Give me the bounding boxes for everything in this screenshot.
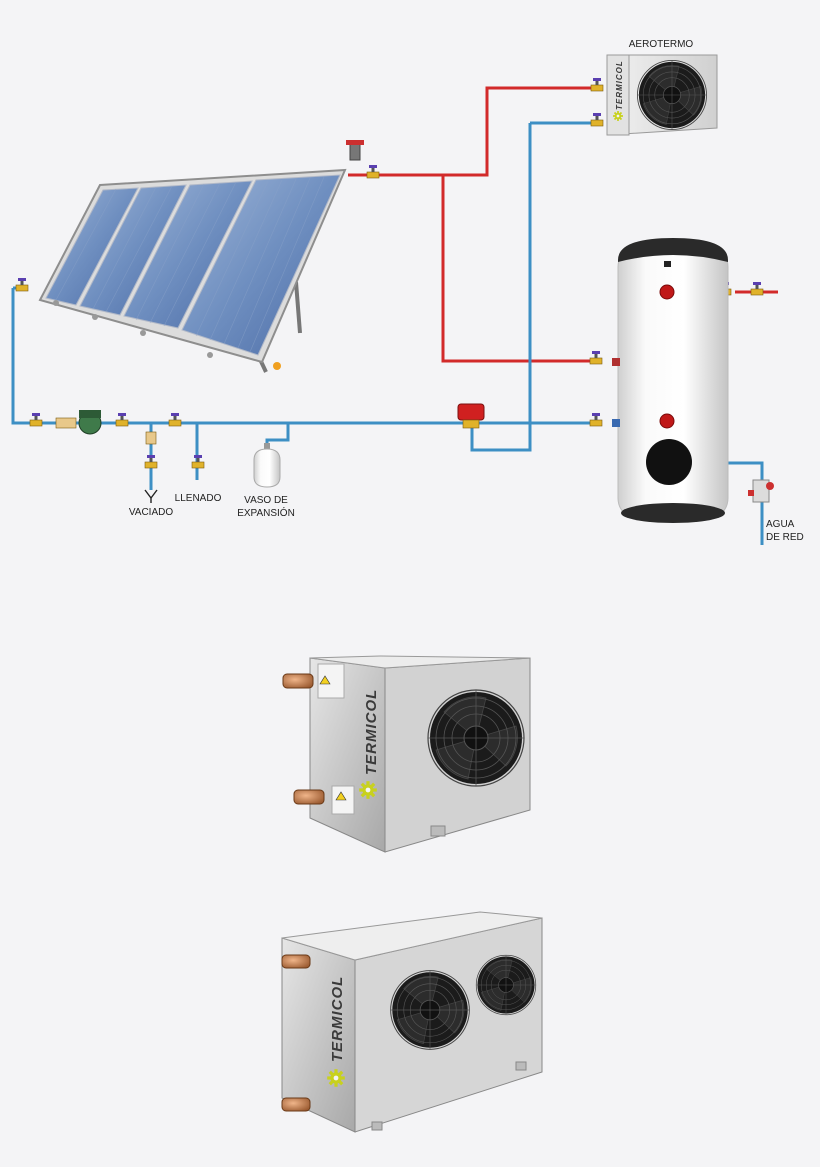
three-way-valve — [457, 403, 485, 429]
solar-collector — [38, 140, 364, 373]
label-llenado: LLENADO — [174, 493, 222, 504]
water-storage-tank — [612, 238, 729, 523]
aerotermo-unit-medium: TERMICOL — [282, 655, 531, 853]
svg-text:TERMICOL: TERMICOL — [329, 976, 346, 1062]
label-agua-de-red: AGUA DE RED — [766, 519, 804, 543]
circulation-pump — [55, 410, 157, 445]
label-vaciado: VACIADO — [128, 507, 174, 518]
label-aerotermo: AEROTERMO — [628, 39, 694, 50]
mains-inlet-valve — [748, 479, 774, 503]
expansion-vessel — [253, 443, 281, 488]
svg-text:TERMICOL: TERMICOL — [615, 60, 624, 110]
cold-pipes — [11, 121, 764, 545]
svg-text:TERMICOL: TERMICOL — [363, 689, 380, 775]
aerotermo-unit-large: TERMICOL — [281, 911, 543, 1133]
label-vaso-expansion: VASO DE EXPANSIÓN — [237, 495, 295, 519]
aerotermo-unit-small: TERMICOL — [606, 54, 718, 136]
drain-icon — [144, 489, 158, 503]
